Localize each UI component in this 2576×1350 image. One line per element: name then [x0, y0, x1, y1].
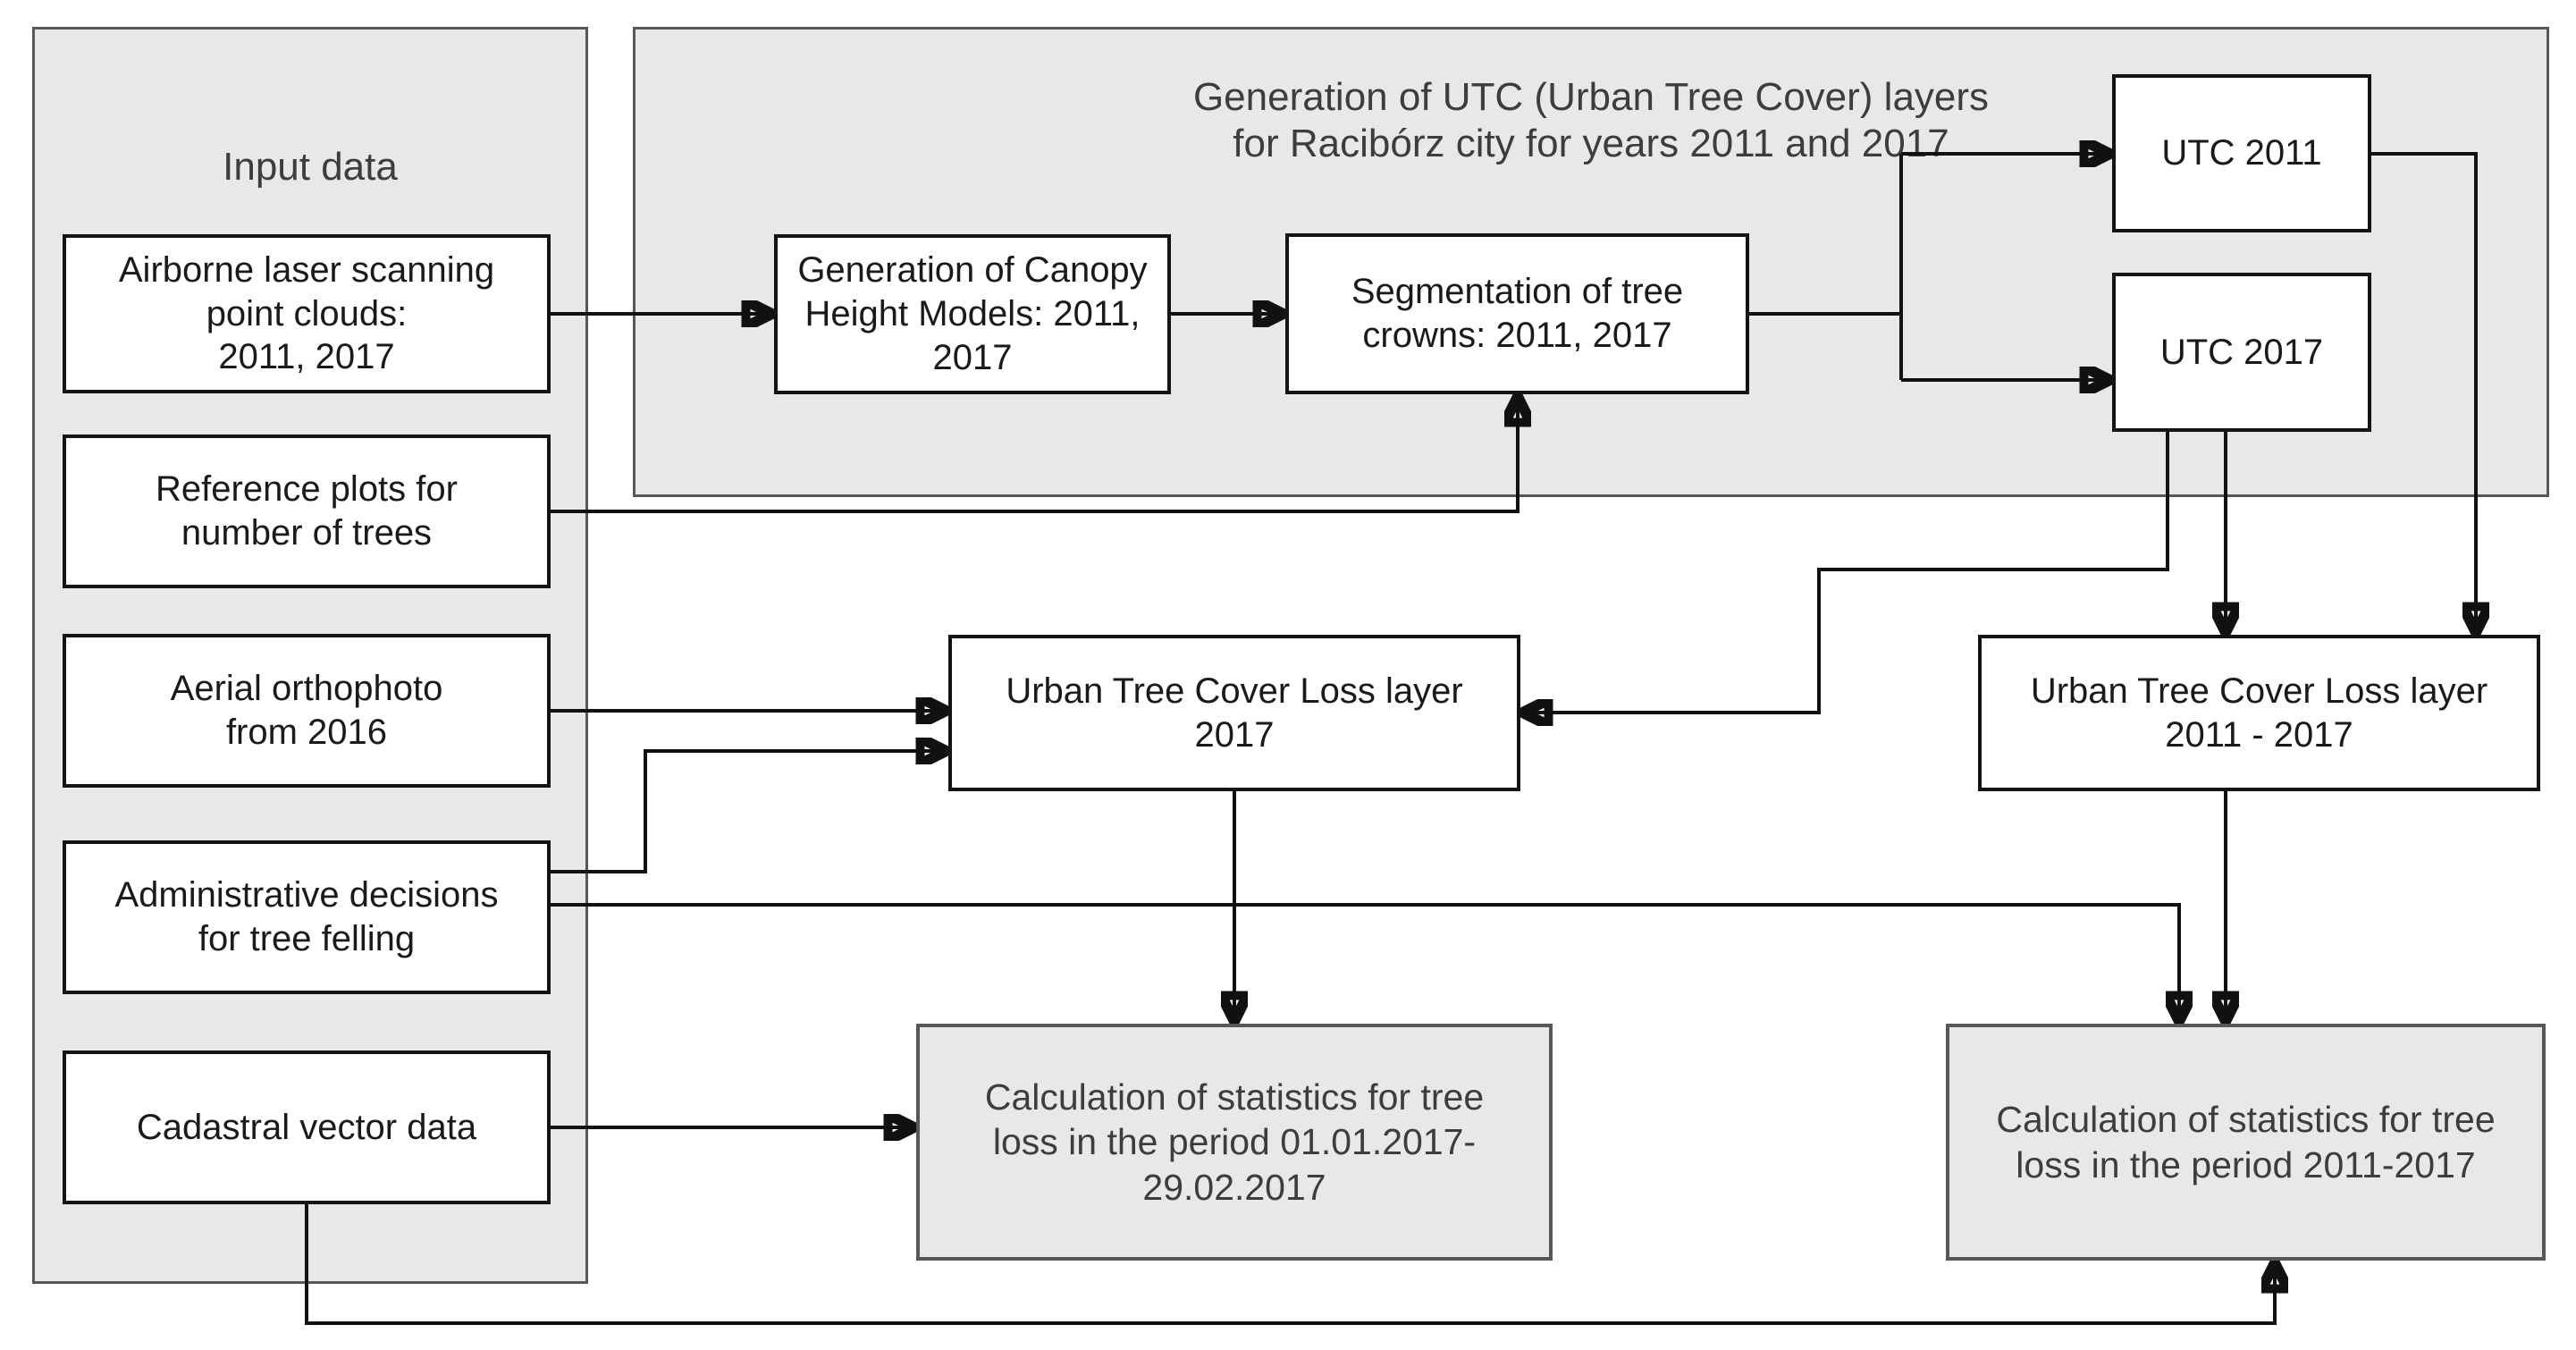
box-reference-plots: Reference plots for number of trees: [63, 435, 551, 588]
box-airborne-laser-scanning: Airborne laser scanning point clouds: 20…: [63, 234, 551, 393]
arrow-admin-to-calc-2011-2017: [551, 903, 2179, 1015]
box-loss-layer-2017: Urban Tree Cover Loss layer 2017: [948, 635, 1520, 791]
box-utc-2017: UTC 2017: [2112, 273, 2371, 432]
box-cadastral-vector-data: Cadastral vector data: [63, 1050, 551, 1204]
utc-panel-title: Generation of UTC (Urban Tree Cover) lay…: [1192, 75, 1990, 165]
arrow-admin-to-loss-2017: [551, 751, 939, 873]
box-aerial-orthophoto: Aerial orthophoto from 2016: [63, 634, 551, 788]
box-utc-2011: UTC 2011: [2112, 74, 2371, 232]
box-statistics-2017: Calculation of statistics for tree loss …: [916, 1024, 1553, 1261]
box-statistics-2011-2017: Calculation of statistics for tree loss …: [1946, 1024, 2546, 1261]
box-tree-crown-segmentation: Segmentation of tree crowns: 2011, 2017: [1285, 233, 1749, 394]
input-panel-title: Input data: [223, 145, 398, 189]
box-loss-layer-2011-2017: Urban Tree Cover Loss layer 2011 - 2017: [1978, 635, 2540, 791]
box-canopy-height-models: Generation of Canopy Height Models: 2011…: [774, 234, 1171, 394]
box-administrative-decisions: Administrative decisions for tree fellin…: [63, 840, 551, 994]
